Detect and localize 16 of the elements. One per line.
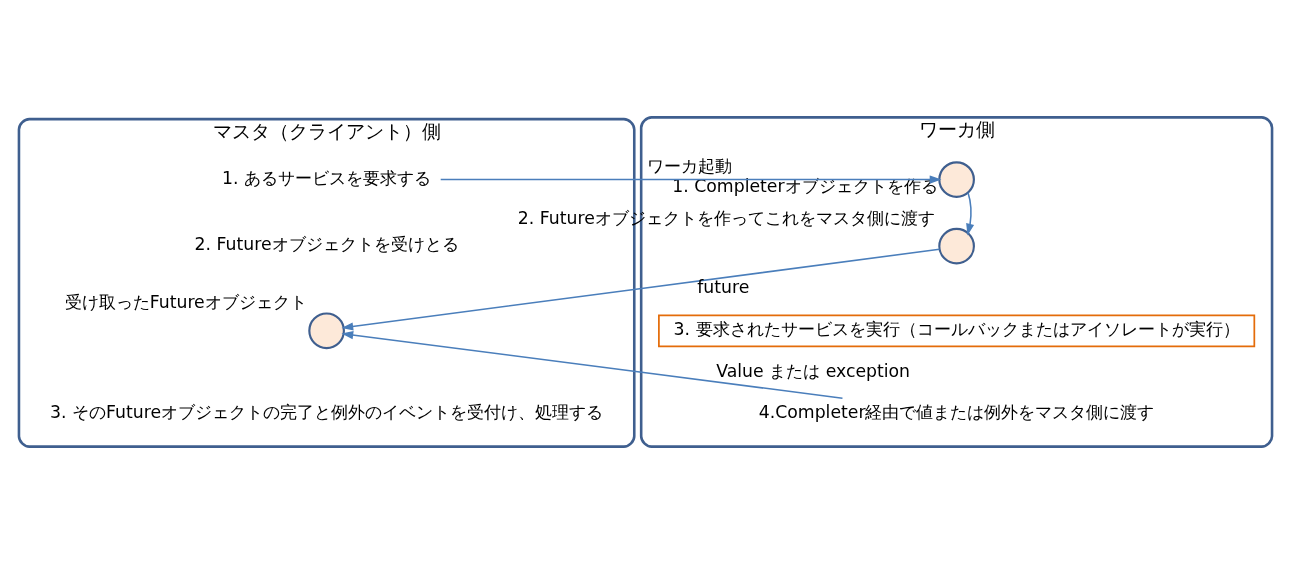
edge-label: future (697, 276, 750, 297)
edge-label: ワーカ起動 (647, 155, 733, 176)
node-circle (938, 160, 975, 198)
node-text: 4.Completer経由で値または例外をマスタ側に渡す (758, 401, 1155, 422)
node-text: 1. あるサービスを要求する (222, 167, 432, 188)
node-circle (938, 227, 975, 264)
arrow (341, 248, 941, 331)
node-circle (308, 311, 345, 349)
node-box: 3. 要求されたサービスを実行（コールバックまたはアイソレートが実行） (658, 313, 1256, 347)
label: 3. そのFutureオブジェクトの完了と例外のイベントを受付け、処理する (50, 401, 604, 422)
arrow (966, 191, 975, 235)
arrow (341, 330, 844, 399)
edge-label: Value または exception (716, 360, 911, 381)
node-label: 受け取ったFutureオブジェクト (64, 291, 307, 312)
arrow (439, 174, 942, 184)
label: 2. Futureオブジェクトを受けとる (194, 233, 459, 254)
